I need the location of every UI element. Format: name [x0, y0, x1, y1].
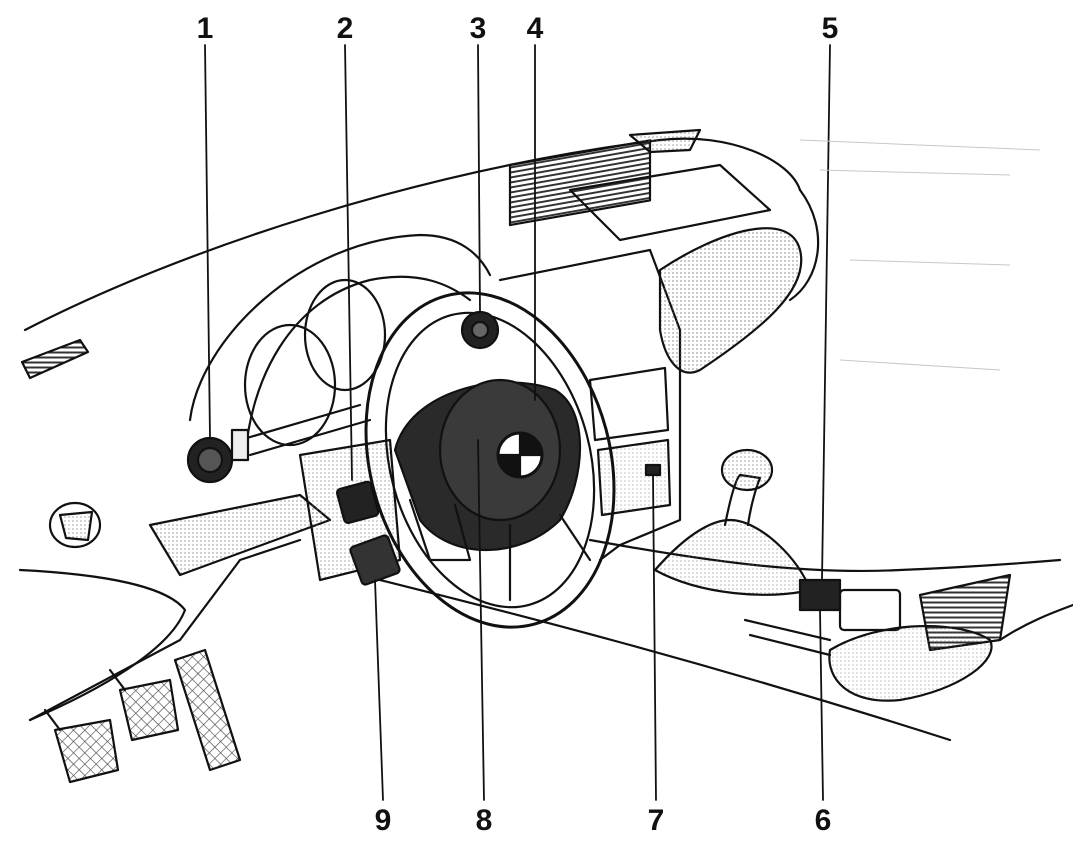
tachometer-gauge: [303, 278, 387, 392]
callout-8: 8: [475, 804, 493, 837]
callout-5: 5: [821, 12, 839, 45]
steering-wheel-icon[interactable]: [330, 265, 650, 656]
lower-dash-panel: [148, 493, 332, 577]
passenger-side-panel: [658, 227, 803, 374]
passenger-airbag-cover: [568, 163, 772, 242]
console-switch-7: [644, 463, 662, 477]
callout-9: 9: [374, 804, 392, 837]
callout-7: 7: [647, 804, 665, 837]
knee-panel: [18, 568, 187, 722]
console-switch-6[interactable]: [798, 578, 842, 612]
gear-knob-icon[interactable]: [720, 448, 774, 492]
callout-1: 1: [196, 12, 214, 45]
brake-pedal[interactable]: [118, 678, 180, 742]
callout-2: 2: [336, 12, 354, 45]
dashboard-top-edge: [23, 137, 802, 332]
center-console: [498, 248, 682, 562]
climate-control: [596, 438, 672, 517]
armrest: [828, 624, 993, 702]
clutch-pedal[interactable]: [53, 718, 120, 784]
accelerator-pedal[interactable]: [173, 648, 242, 772]
side-vent: [48, 501, 102, 549]
callout-4: 4: [526, 12, 544, 45]
left-air-vent: [20, 338, 90, 380]
speedometer-gauge: [243, 323, 337, 447]
radio-unit: [588, 366, 670, 442]
callout-3: 3: [469, 12, 487, 45]
center-air-vent: [508, 139, 652, 227]
adjust-switch[interactable]: [349, 534, 401, 586]
instrument-cluster-hood: [188, 233, 492, 422]
gear-boot: [653, 518, 812, 596]
callout-6: 6: [814, 804, 832, 837]
